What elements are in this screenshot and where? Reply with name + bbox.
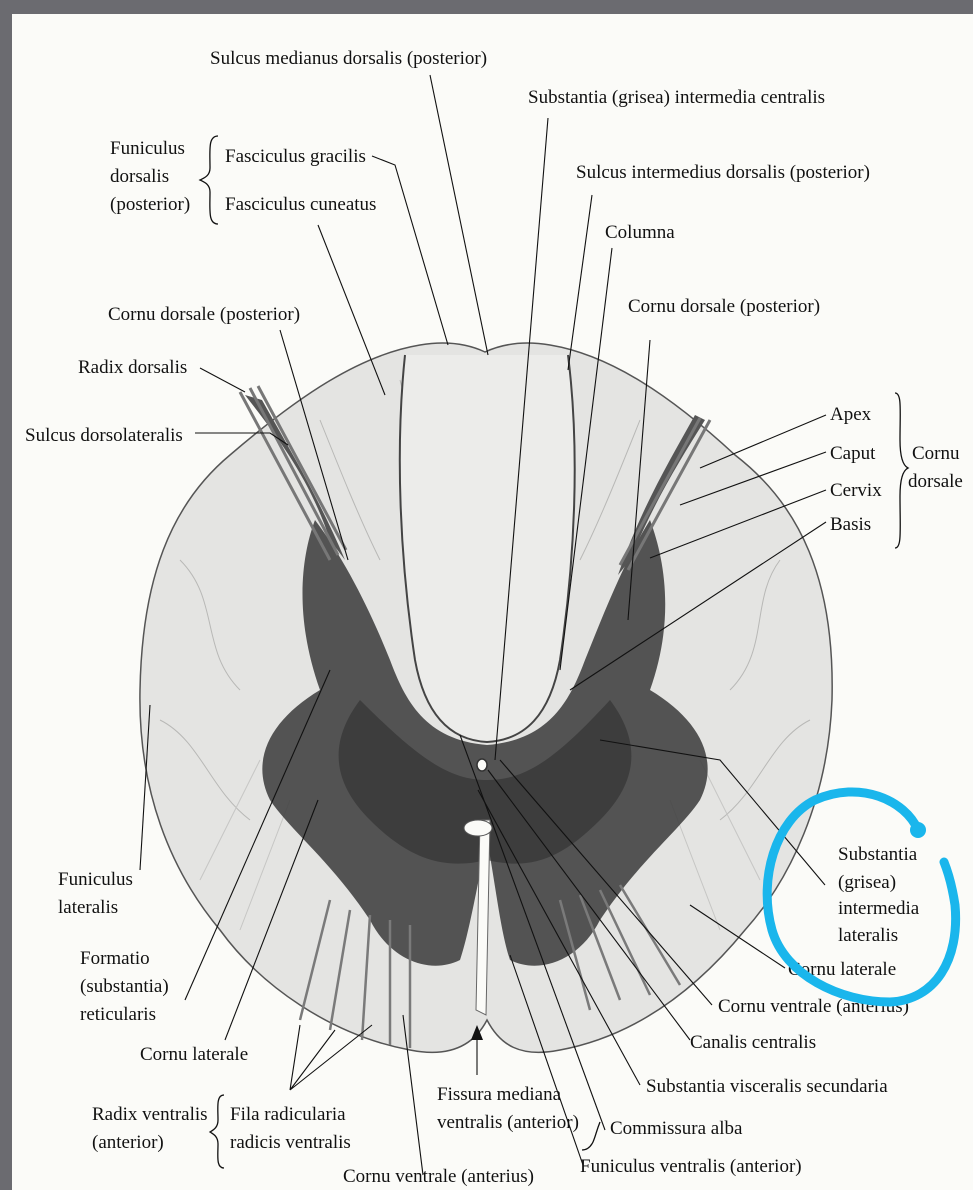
label-cornu-dorsale-left: Cornu dorsale (posterior) (108, 304, 300, 325)
label-funiculus-dorsalis-2: dorsalis (110, 166, 169, 187)
label-sulcus-medianus-dorsalis: Sulcus medianus dorsalis (posterior) (210, 48, 487, 69)
label-basis: Basis (830, 514, 871, 535)
label-fasciculus-gracilis: Fasciculus gracilis (225, 146, 366, 167)
label-cornu-dorsale-group-2: dorsale (908, 471, 963, 492)
label-funiculus-lateralis-1: Funiculus (58, 869, 133, 890)
label-substantia-intermedia-centralis: Substantia (grisea) intermedia centralis (528, 87, 825, 108)
label-funiculus-lateralis-2: lateralis (58, 897, 118, 918)
label-substantia-intermedia-lateralis-4: lateralis (838, 925, 898, 946)
label-radix-ventralis-2: (anterior) (92, 1132, 164, 1153)
label-formatio-reticularis-1: Formatio (80, 948, 150, 969)
label-cornu-dorsale-group-1: Cornu (912, 443, 960, 464)
label-substantia-visceralis: Substantia visceralis secundaria (646, 1076, 888, 1097)
label-fila-radicularia-2: radicis ventralis (230, 1132, 351, 1153)
label-funiculus-ventralis: Funiculus ventralis (anterior) (580, 1156, 802, 1177)
highlight-dot (910, 822, 926, 838)
label-apex: Apex (830, 404, 872, 425)
dorsal-funiculus (400, 355, 575, 742)
label-substantia-intermedia-lateralis-3: intermedia (838, 898, 920, 919)
label-fila-radicularia-1: Fila radicularia (230, 1104, 346, 1125)
label-funiculus-dorsalis-3: (posterior) (110, 194, 190, 215)
label-substantia-intermedia-lateralis-2: (grisea) (838, 872, 896, 893)
label-fissura-mediana-2: ventralis (anterior) (437, 1112, 579, 1133)
label-fissura-mediana-1: Fissura mediana (437, 1084, 562, 1105)
label-cervix: Cervix (830, 480, 882, 501)
label-caput: Caput (830, 443, 876, 464)
label-funiculus-dorsalis-1: Funiculus (110, 138, 185, 159)
fissure-top (464, 820, 492, 836)
label-cornu-dorsale-right: Cornu dorsale (posterior) (628, 296, 820, 317)
label-fasciculus-cuneatus: Fasciculus cuneatus (225, 194, 376, 215)
spinal-cord-section (140, 343, 832, 1052)
label-columna: Columna (605, 222, 675, 243)
label-formatio-reticularis-2: (substantia) (80, 976, 169, 997)
label-cornu-ventrale-bottom: Cornu ventrale (anterius) (343, 1166, 534, 1187)
label-formatio-reticularis-3: reticularis (80, 1004, 156, 1025)
label-commissura-alba: Commissura alba (610, 1118, 743, 1139)
label-radix-ventralis-1: Radix ventralis (92, 1104, 208, 1125)
label-radix-dorsalis: Radix dorsalis (78, 357, 187, 378)
label-sulcus-dorsolateralis: Sulcus dorsolateralis (25, 425, 183, 446)
label-cornu-laterale-left: Cornu laterale (140, 1044, 248, 1065)
central-canal (477, 759, 487, 771)
label-sulcus-intermedius-dorsalis: Sulcus intermedius dorsalis (posterior) (576, 162, 870, 183)
label-canalis-centralis: Canalis centralis (690, 1032, 816, 1053)
label-substantia-intermedia-lateralis-1: Substantia (838, 844, 918, 865)
